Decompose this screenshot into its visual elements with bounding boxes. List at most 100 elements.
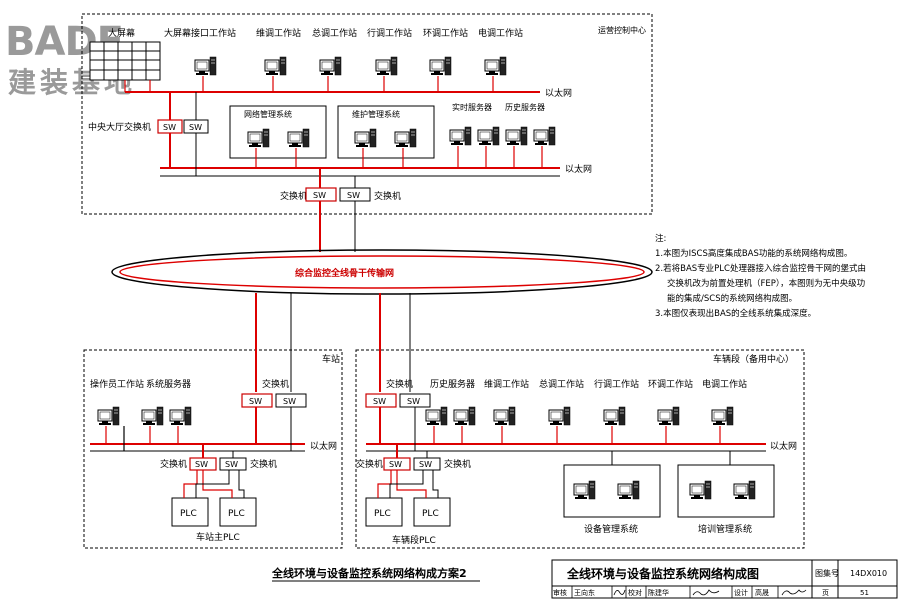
page-label: 页 <box>822 589 829 597</box>
designer-signature <box>781 589 807 596</box>
depot-switch-label: 交换机 <box>386 378 413 390</box>
workstation-icon <box>354 128 377 148</box>
workstation-icon <box>264 56 287 76</box>
depot-boundary <box>355 349 805 549</box>
occ-switch-label-left: 交换机 <box>280 190 307 202</box>
sw-label: SW <box>313 191 326 200</box>
video-wall: 大屏幕 <box>89 27 161 81</box>
occ-ws-label-0: 大屏幕接口工作站 <box>164 27 236 39</box>
page-no: 51 <box>860 589 869 597</box>
depot-label-0: 历史服务器 <box>430 378 475 390</box>
workstation-icon <box>429 56 452 76</box>
workstation-icon <box>733 480 756 500</box>
maint-mgmt-label: 维护管理系统 <box>352 109 400 119</box>
occ-ws-label-1: 维调工作站 <box>256 27 301 39</box>
workstation-icon <box>287 128 310 148</box>
titleblock-title: 全线环境与设备监控系统网络构成图 <box>566 566 759 581</box>
network-mgmt-box <box>229 105 327 159</box>
occ-ws-label-5: 电调工作站 <box>478 27 523 39</box>
server-icon <box>425 406 448 426</box>
occ-central-switch-label: 中央大厅交换机 <box>88 121 151 133</box>
station-lower-switch-left: 交换机 <box>160 458 187 470</box>
workstation-icon <box>617 480 640 500</box>
occ-ethernet-mid-label: 以太网 <box>565 163 592 175</box>
reviewer-name: 王向东 <box>574 588 595 597</box>
sw-label: SW <box>373 397 386 406</box>
occ-switch-label-right: 交换机 <box>374 190 401 202</box>
atlas-label: 图集号 <box>815 568 839 578</box>
depot-label-5: 电调工作站 <box>702 378 747 390</box>
server-icon <box>141 406 164 426</box>
backbone-label: 综合监控全线骨干传输网 <box>295 267 394 279</box>
server-icon <box>169 406 192 426</box>
plc-box <box>171 497 209 527</box>
server-icon <box>533 126 556 146</box>
network-mgmt-label: 网络管理系统 <box>244 109 292 119</box>
workstation-icon <box>711 406 734 426</box>
server-label-0: 实时服务器 <box>452 102 492 112</box>
backbone-ring-inner <box>119 255 645 289</box>
server-icon <box>505 126 528 146</box>
notes: 注: 1.本图为ISCS高度集成BAS功能的系统网络构成图。 2.若将BAS专业… <box>655 233 866 319</box>
checker-signature <box>692 589 720 596</box>
depot-ethernet-label: 以太网 <box>770 440 797 452</box>
occ-boundary <box>81 13 653 215</box>
station-label-0: 操作员工作站 <box>90 378 144 390</box>
station-switch-label: 交换机 <box>262 378 289 390</box>
plc-label: PLC <box>180 509 197 519</box>
occ-ws-label-2: 总调工作站 <box>312 27 357 39</box>
workstation-icon <box>375 56 398 76</box>
sw-label: SW <box>347 191 360 200</box>
occ-ws-label-4: 环调工作站 <box>423 27 468 39</box>
reviewer-signature <box>613 589 626 596</box>
workstation-icon <box>548 406 571 426</box>
sw-label: SW <box>419 460 432 469</box>
workstation-icon <box>573 480 596 500</box>
station-label-1: 系统服务器 <box>146 378 191 390</box>
occ-ws-label-3: 行调工作站 <box>367 27 412 39</box>
depot-label-4: 环调工作站 <box>648 378 693 390</box>
note-2: 2.若将BAS专业PLC处理器接入综合监控骨干网的堡式由 <box>655 263 866 274</box>
station-ethernet-label: 以太网 <box>310 440 337 452</box>
note-3: 交换机改为前置处理机（FEP），本图则为无中央级功 <box>667 278 865 289</box>
sw-label: SW <box>407 397 420 406</box>
sw-label: SW <box>225 460 238 469</box>
sw-label: SW <box>189 123 202 132</box>
check-label: 校对 <box>628 588 642 597</box>
depot-plc-caption: 车辆段PLC <box>392 534 436 546</box>
backbone-ring-outer <box>111 249 653 295</box>
station-boundary <box>83 349 343 549</box>
workstation-icon <box>603 406 626 426</box>
occ-title: 运营控制中心 <box>598 25 646 35</box>
equip-mgmt-box <box>563 464 661 518</box>
plc-box <box>365 497 403 527</box>
diagram-caption: 全线环境与设备监控系统网络构成方案2 <box>271 566 467 580</box>
title-block: 全线环境与设备监控系统网络构成图 图集号 14DX010 审核 王向东 校对 陈… <box>551 559 898 599</box>
note-5: 3.本图仅表现出BAS的全线系统集成深度。 <box>655 308 816 319</box>
server-icon <box>477 126 500 146</box>
checker-name: 陈建华 <box>648 588 669 597</box>
plc-label: PLC <box>374 509 391 519</box>
maint-mgmt-box <box>337 105 435 159</box>
plc-box <box>413 497 451 527</box>
workstation-icon <box>484 56 507 76</box>
sw-label: SW <box>249 397 262 406</box>
plc-label: PLC <box>422 509 439 519</box>
server-label-1: 历史服务器 <box>505 102 545 112</box>
server-icon <box>453 406 476 426</box>
note-1: 1.本图为ISCS高度集成BAS功能的系统网络构成图。 <box>655 248 852 259</box>
depot-label-3: 行调工作站 <box>594 378 639 390</box>
depot-label-2: 总调工作站 <box>539 378 584 390</box>
depot-lower-switch-left: 交换机 <box>356 458 383 470</box>
station-title: 车站 <box>322 353 340 365</box>
workstation-icon <box>657 406 680 426</box>
workstation-icon <box>319 56 342 76</box>
workstation-icon <box>689 480 712 500</box>
train-mgmt-label: 培训管理系统 <box>698 523 752 535</box>
workstation-icon <box>97 406 120 426</box>
note-4: 能的集成/SCS的系统网络构成图。 <box>667 293 797 304</box>
sw-label: SW <box>389 460 402 469</box>
occ-ethernet-top-label: 以太网 <box>545 87 572 99</box>
design-label: 设计 <box>734 588 748 597</box>
workstation-icon <box>247 128 270 148</box>
